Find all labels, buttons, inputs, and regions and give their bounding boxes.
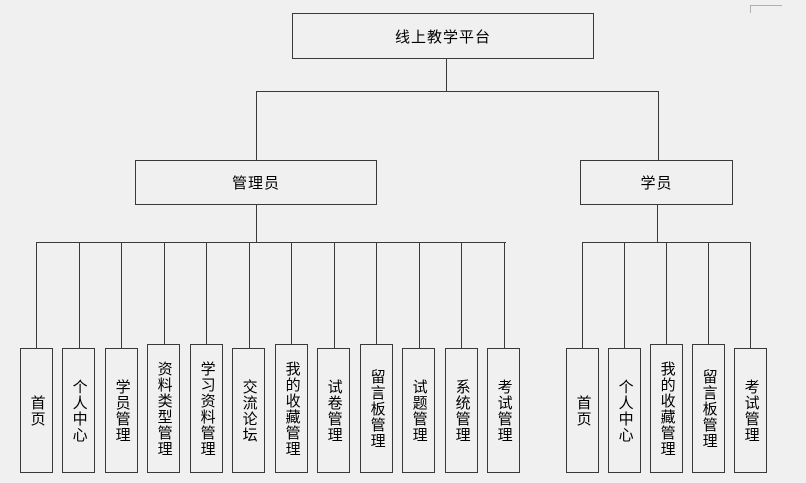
leaf-student-3-label: 我的收藏管理 bbox=[658, 360, 676, 457]
leaf-admin-1-label: 首页 bbox=[28, 394, 46, 427]
leaf-admin-5: 学习资料管理 bbox=[190, 344, 223, 473]
leaf-student-2-label: 个人中心 bbox=[616, 378, 634, 443]
branch-node-admin: 管理员 bbox=[135, 160, 377, 205]
top-right-artifact-horizontal bbox=[750, 5, 782, 6]
leaf-admin-11-label: 系统管理 bbox=[453, 378, 471, 443]
admin-leaf-drop-9 bbox=[376, 242, 377, 344]
leaf-admin-3-label: 学员管理 bbox=[113, 378, 131, 443]
leaf-admin-10: 试题管理 bbox=[402, 348, 435, 473]
branch-node-student: 学员 bbox=[580, 160, 733, 205]
admin-stem bbox=[256, 205, 257, 242]
leaf-student-5: 考试管理 bbox=[734, 348, 767, 473]
admin-leaf-drop-3 bbox=[121, 242, 122, 348]
leaf-admin-10-label: 试题管理 bbox=[410, 378, 428, 443]
admin-leaf-drop-10 bbox=[419, 242, 420, 348]
admin-leaf-drop-1 bbox=[36, 242, 37, 348]
leaf-student-4-label: 留言板管理 bbox=[700, 368, 718, 449]
student-stem bbox=[657, 205, 658, 242]
leaf-student-1-label: 首页 bbox=[574, 394, 592, 427]
admin-leaf-drop-8 bbox=[334, 242, 335, 348]
admin-leaf-drop-4 bbox=[164, 242, 165, 344]
root-node: 线上教学平台 bbox=[292, 13, 594, 59]
branch-node-admin-label: 管理员 bbox=[231, 175, 280, 192]
leaf-admin-11: 系统管理 bbox=[445, 348, 478, 473]
admin-leaf-drop-5 bbox=[206, 242, 207, 344]
branch-node-student-label: 学员 bbox=[640, 175, 673, 192]
admin-leaf-drop-6 bbox=[249, 242, 250, 348]
leaf-admin-5-label: 学习资料管理 bbox=[198, 360, 216, 457]
leaf-student-5-label: 考试管理 bbox=[742, 378, 760, 443]
student-leaf-drop-4 bbox=[708, 242, 709, 344]
root-stem bbox=[446, 59, 447, 91]
leaf-student-2: 个人中心 bbox=[608, 348, 641, 473]
leaf-admin-8: 试卷管理 bbox=[317, 348, 350, 473]
leaf-admin-4: 资料类型管理 bbox=[147, 344, 180, 473]
leaf-admin-7-label: 我的收藏管理 bbox=[283, 360, 301, 457]
leaf-admin-3: 学员管理 bbox=[105, 348, 138, 473]
level2-drop-admin bbox=[256, 91, 257, 160]
level2-bus bbox=[256, 91, 659, 92]
leaf-admin-4-label: 资料类型管理 bbox=[155, 360, 173, 457]
leaf-admin-6: 交流论坛 bbox=[232, 348, 265, 473]
leaf-admin-9: 留言板管理 bbox=[360, 344, 393, 473]
root-node-label: 线上教学平台 bbox=[394, 28, 491, 46]
leaf-admin-8-label: 试卷管理 bbox=[325, 378, 343, 443]
leaf-student-4: 留言板管理 bbox=[692, 344, 725, 473]
admin-bus bbox=[36, 242, 506, 243]
level2-drop-student bbox=[658, 91, 659, 160]
leaf-admin-12: 考试管理 bbox=[487, 348, 520, 473]
admin-leaf-drop-12 bbox=[504, 242, 505, 348]
leaf-admin-7: 我的收藏管理 bbox=[275, 344, 308, 473]
student-leaf-drop-3 bbox=[666, 242, 667, 344]
admin-leaf-drop-11 bbox=[461, 242, 462, 348]
top-right-artifact-vertical bbox=[750, 5, 751, 13]
leaf-admin-6-label: 交流论坛 bbox=[240, 378, 258, 443]
leaf-admin-12-label: 考试管理 bbox=[495, 378, 513, 443]
admin-leaf-drop-2 bbox=[79, 242, 80, 348]
leaf-admin-2: 个人中心 bbox=[62, 348, 95, 473]
leaf-admin-1: 首页 bbox=[20, 348, 53, 473]
leaf-admin-2-label: 个人中心 bbox=[70, 378, 88, 443]
leaf-student-1: 首页 bbox=[566, 348, 599, 473]
admin-leaf-drop-7 bbox=[291, 242, 292, 344]
leaf-admin-9-label: 留言板管理 bbox=[368, 368, 386, 449]
leaf-student-3: 我的收藏管理 bbox=[650, 344, 683, 473]
student-leaf-drop-1 bbox=[582, 242, 583, 348]
student-leaf-drop-5 bbox=[750, 242, 751, 348]
student-leaf-drop-2 bbox=[624, 242, 625, 348]
